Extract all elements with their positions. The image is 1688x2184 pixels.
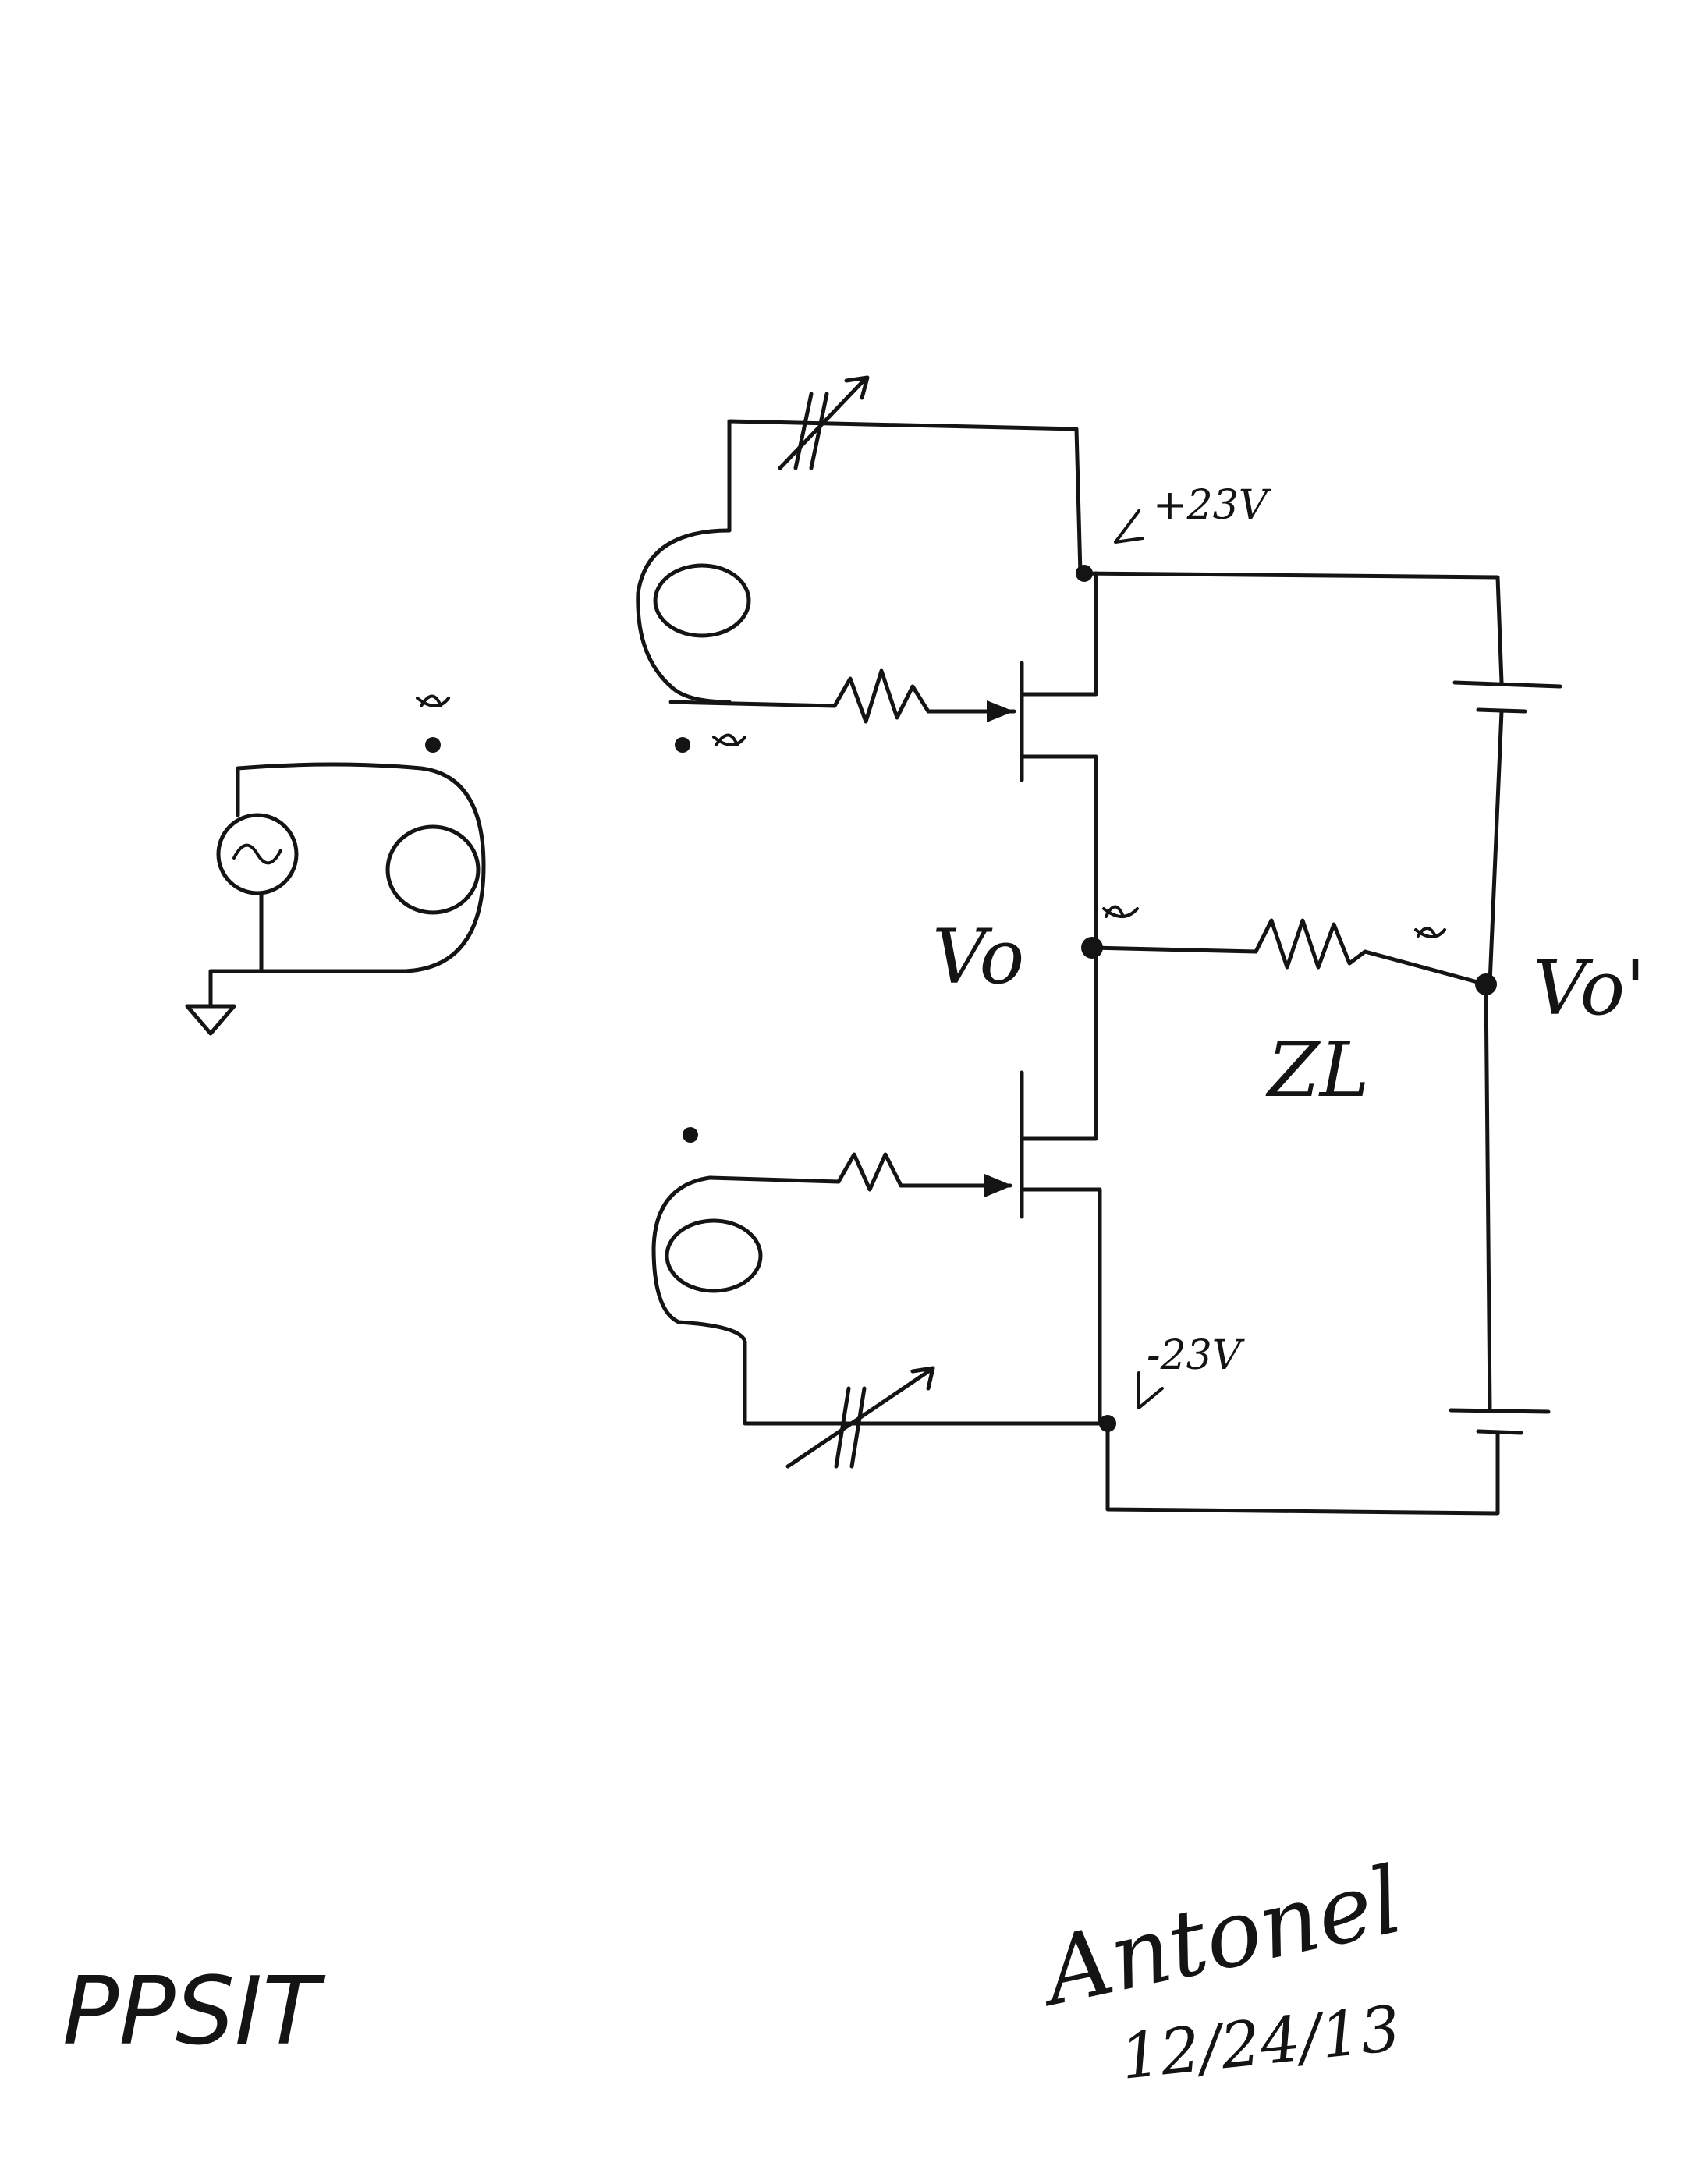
variable-arrow-icon (785, 1366, 935, 1469)
upper-battery-long-plate (1452, 680, 1562, 689)
sine-marker-icon (712, 733, 746, 746)
vminus-label: -23V (1147, 1332, 1245, 1379)
upper-source-wire (1020, 754, 1098, 950)
ac-source-group (185, 694, 486, 1036)
negative-rail-wire (1105, 1421, 1500, 1516)
load-wire-left (1090, 945, 1258, 954)
lower-battery-short-plate (1476, 1429, 1523, 1435)
lower-transistor (1020, 945, 1102, 1426)
lower-gate-wire-left (707, 1175, 841, 1184)
upper-drive-loop (636, 375, 1083, 753)
upper-drain-wire (1020, 571, 1098, 697)
upper-gate-arrow-icon (987, 700, 1014, 722)
sine-marker-icon (1102, 905, 1139, 918)
upper-loop-top-wire (727, 419, 1083, 576)
vo-prime-label: Vo' (1533, 945, 1646, 1032)
lower-variable-capacitor (834, 1386, 867, 1469)
vplus-pointer-icon (1114, 509, 1144, 544)
positive-rail-wire (1082, 571, 1504, 685)
vminus-pointer-icon (1137, 1371, 1164, 1409)
lower-gate-resistor (836, 1152, 903, 1192)
zl-label: ZL (1265, 1026, 1369, 1114)
right-return-wire (1484, 982, 1492, 1410)
variable-arrow-icon (778, 375, 870, 470)
output-stage: Vo Vo' ZL (932, 905, 1646, 1114)
lower-phase-dot (683, 1127, 698, 1143)
upper-coil-lead (636, 528, 732, 704)
left-note: PPSIT (62, 1958, 326, 2066)
lower-drive-loop (651, 1127, 1110, 1469)
footer: PPSIT Antonel 12/24/13 (62, 1845, 1411, 2094)
upper-coil (653, 563, 751, 638)
sine-marker-icon (416, 694, 450, 707)
upper-transistor (1020, 571, 1098, 950)
lower-source-wire (1020, 1187, 1102, 1426)
lower-coil-lead (651, 1175, 1110, 1426)
positive-rail: +23V (1076, 482, 1562, 985)
ground-icon (185, 1004, 236, 1036)
upper-gate-resistor (832, 668, 931, 724)
lower-coil (665, 1218, 763, 1293)
source-coil (385, 824, 481, 915)
sine-wave-icon (232, 843, 282, 865)
upper-phase-dot (675, 737, 690, 753)
signature-date: 12/24/13 (1117, 1992, 1403, 2094)
source-loop-wire (236, 762, 486, 973)
upper-variable-capacitor (793, 392, 829, 470)
lower-gate-arrow-icon (984, 1174, 1012, 1197)
vo-label: Vo (932, 913, 1024, 1001)
source-phase-dot (425, 737, 441, 753)
ground-lead (208, 969, 264, 1009)
load-resistor-zl (1254, 918, 1367, 970)
upper-battery-lead (1488, 709, 1504, 985)
upper-gate-wire-left (668, 700, 837, 708)
lower-battery-long-plate (1449, 1408, 1551, 1414)
vplus-label: +23V (1153, 482, 1271, 529)
lower-drain-wire (1020, 945, 1098, 1141)
load-wire-right (1363, 949, 1488, 987)
sine-marker-icon (1414, 927, 1446, 938)
ac-source-symbol (216, 813, 299, 895)
